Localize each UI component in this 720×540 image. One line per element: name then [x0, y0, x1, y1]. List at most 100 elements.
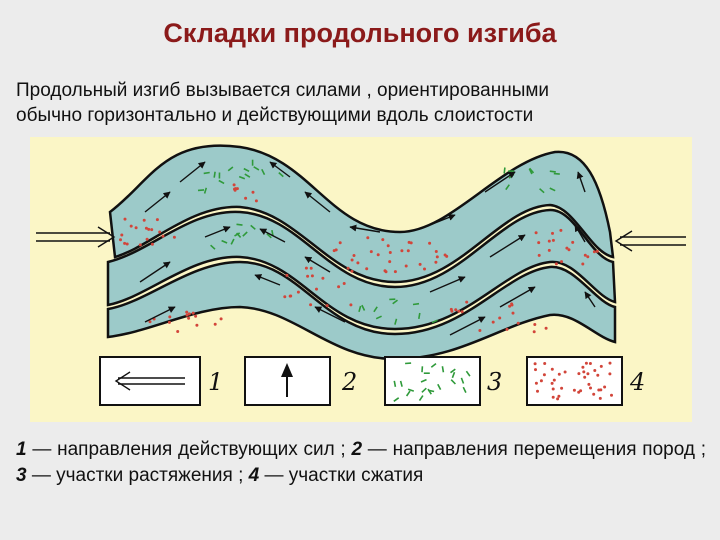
compression-dot	[244, 196, 248, 200]
compression-dot	[185, 313, 189, 317]
force-arrow-right	[614, 230, 686, 252]
compression-dot	[560, 386, 564, 390]
fold-layer-bottom	[106, 260, 617, 361]
compression-dot	[434, 260, 438, 264]
compression-dot	[536, 389, 539, 393]
caption-text-3: — участки растяжения ;	[26, 465, 249, 486]
compression-dot	[187, 316, 191, 320]
compression-dot	[283, 295, 287, 299]
compression-dot	[603, 385, 607, 389]
intro-line-2: обычно горизонтально и действующими вдол…	[16, 105, 534, 126]
compression-dot	[386, 244, 390, 248]
extension-dash	[243, 167, 250, 173]
compression-dot	[610, 393, 613, 397]
intro-text: Продольный изгиб вызывается силами , ори…	[16, 78, 706, 128]
extension-dash	[549, 187, 556, 192]
compression-dot	[213, 322, 217, 326]
compression-dot	[465, 300, 469, 304]
extension-dash	[261, 168, 266, 176]
compression-dot	[366, 236, 370, 240]
stress-marks	[119, 159, 599, 334]
compression-dot	[577, 390, 581, 394]
compression-dot	[551, 395, 555, 399]
compression-dot	[167, 320, 171, 324]
compression-dot	[304, 266, 308, 270]
extension-dash	[210, 244, 216, 250]
extension-dash	[361, 304, 366, 311]
extension-dash	[539, 188, 545, 194]
compression-dot	[505, 327, 509, 331]
compression-dot	[537, 253, 541, 257]
compression-dot	[434, 250, 438, 253]
compression-dot	[194, 314, 198, 318]
extension-dash	[242, 231, 248, 237]
extension-dash	[421, 387, 427, 393]
compression-dot	[491, 320, 495, 324]
compression-dot	[449, 307, 453, 311]
extension-dash	[412, 302, 420, 306]
compression-dot	[309, 266, 313, 270]
compression-dot	[337, 285, 341, 289]
compression-dot	[547, 239, 551, 243]
caption-num-3: 3	[16, 465, 27, 486]
extension-dash	[505, 184, 510, 191]
extension-dash	[238, 175, 246, 180]
extension-dash	[218, 179, 225, 185]
extension-dash	[418, 312, 421, 320]
compression-dot	[342, 282, 346, 285]
fold-diagram-svg: 1 2 3 4	[36, 144, 686, 406]
compression-dot	[138, 243, 142, 247]
extension-dash	[418, 395, 424, 402]
compression-dot	[554, 262, 558, 266]
compression-dot	[125, 242, 129, 246]
compression-dot	[400, 249, 404, 253]
fold-diagram: 1 2 3 4	[30, 137, 692, 422]
extension-dash	[553, 172, 560, 175]
compression-dot	[338, 241, 342, 245]
extension-dash	[394, 318, 398, 325]
compression-pattern	[533, 361, 613, 401]
compression-dot	[543, 362, 547, 365]
compression-dot	[404, 264, 408, 268]
caption-text-1: — направления действующих сил ;	[26, 439, 352, 460]
compression-dot	[191, 311, 195, 315]
figure-caption: 1 — направления действующих сил ; 2 — на…	[16, 437, 706, 489]
extension-dash	[431, 319, 438, 324]
compression-dot	[134, 226, 138, 230]
extension-dash	[236, 232, 242, 238]
compression-dot	[595, 249, 599, 253]
compression-dot	[571, 240, 575, 244]
compression-dot	[145, 237, 149, 241]
extension-dash	[441, 366, 445, 373]
compression-dot	[150, 228, 154, 232]
extension-dash	[244, 173, 251, 178]
extension-dash	[236, 223, 243, 226]
compression-dot	[346, 266, 350, 270]
compression-dot	[593, 369, 597, 372]
compression-dot	[232, 183, 236, 187]
caption-text-2: — направления перемещения пород ;	[362, 439, 706, 460]
compression-dot	[498, 316, 502, 320]
compression-dot	[356, 261, 360, 265]
extension-dash	[278, 172, 284, 178]
compression-dot	[547, 248, 551, 252]
compression-dot	[552, 378, 556, 382]
compression-dot	[599, 388, 603, 392]
compression-dot	[589, 386, 592, 390]
compression-dot	[352, 254, 356, 257]
fold-layer-top	[108, 144, 615, 284]
extension-dash	[528, 168, 533, 175]
compression-dot	[537, 241, 541, 245]
compression-dot	[161, 234, 165, 238]
extension-dash	[266, 233, 272, 239]
compression-dot	[533, 323, 537, 326]
extension-dash	[451, 371, 456, 379]
legend-box-3	[384, 356, 481, 406]
caption-num-4: 4	[248, 465, 260, 486]
compression-dot	[592, 392, 596, 396]
compression-dot	[559, 228, 563, 232]
compression-dot	[376, 253, 380, 257]
compression-dot	[511, 311, 515, 315]
compression-dot	[406, 249, 410, 253]
extension-dash	[375, 315, 382, 320]
